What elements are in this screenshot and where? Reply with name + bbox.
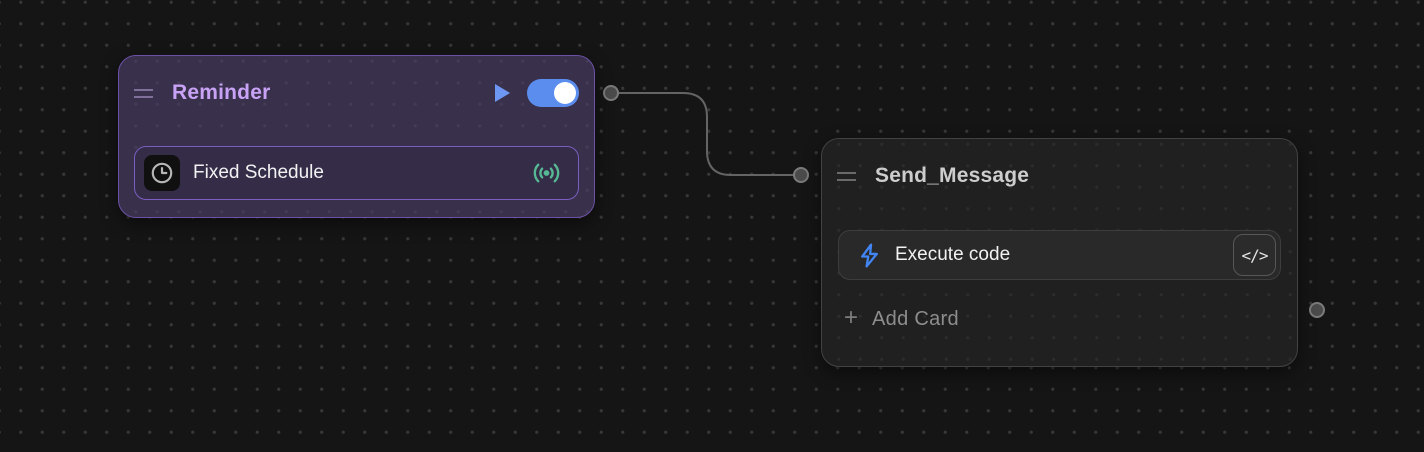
card-execute-code[interactable]: Execute code </>	[838, 230, 1281, 280]
play-icon[interactable]	[495, 84, 510, 102]
card-label: Execute code	[895, 244, 1011, 265]
code-glyph: </>	[1241, 245, 1269, 265]
node-title: Send_Message	[875, 164, 1030, 187]
toggle-knob	[554, 82, 576, 104]
lightning-icon	[861, 242, 878, 268]
port-send-message-input[interactable]	[793, 167, 809, 183]
broadcast-icon	[533, 163, 560, 183]
drag-handle-icon[interactable]	[837, 171, 856, 181]
enable-toggle[interactable]	[527, 79, 579, 107]
add-card-button[interactable]: + Add Card	[838, 305, 959, 333]
card-fixed-schedule[interactable]: Fixed Schedule	[134, 146, 579, 200]
node-reminder-header: Reminder	[119, 56, 594, 130]
port-send-message-output[interactable]	[1309, 302, 1325, 318]
plus-icon: +	[844, 304, 859, 331]
node-title: Reminder	[172, 81, 271, 104]
clock-icon	[144, 155, 180, 191]
port-reminder-output[interactable]	[603, 85, 619, 101]
code-icon[interactable]: </>	[1233, 234, 1276, 276]
connection-wire[interactable]	[610, 92, 802, 176]
node-send-message[interactable]: Send_Message Execute code </> + Add Card	[821, 138, 1298, 367]
node-reminder[interactable]: Reminder Fixed Schedule	[118, 55, 595, 218]
add-card-label: Add Card	[872, 307, 959, 330]
node-send-message-header: Send_Message	[822, 139, 1297, 213]
drag-handle-icon[interactable]	[134, 88, 153, 98]
card-label: Fixed Schedule	[193, 162, 324, 183]
